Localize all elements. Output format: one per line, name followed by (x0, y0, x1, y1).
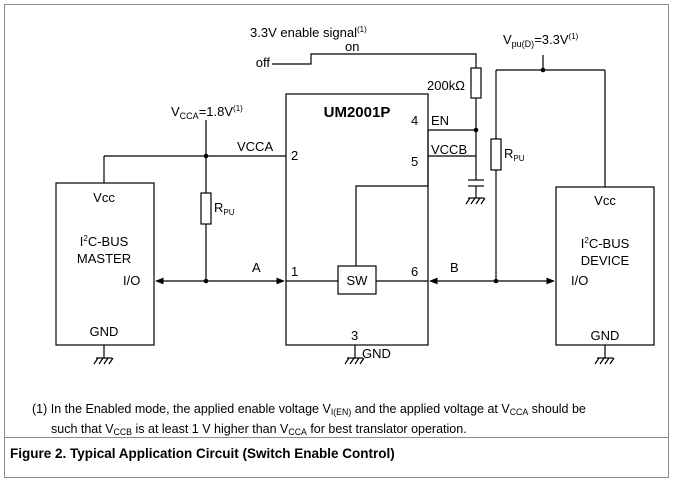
pin-number-4: 4 (411, 113, 418, 128)
bus-b-label: B (450, 260, 459, 275)
pin-number-3: 3 (351, 328, 358, 343)
device-line1: I2C-BUS (581, 236, 630, 251)
vpu-supply-label: Vpu(D)=3.3V(1) (503, 32, 579, 49)
off-label: off (256, 55, 271, 70)
device-io: I/O (571, 273, 588, 288)
rpu-label-left: RPU (214, 200, 235, 217)
pin-number-2: 2 (291, 148, 298, 163)
pin-label-vccb: VCCB (431, 142, 467, 157)
device-vcc: Vcc (594, 193, 616, 208)
ground-symbol (344, 345, 365, 365)
junction-dot (540, 67, 546, 73)
pin-number-5: 5 (411, 154, 418, 169)
footnote: (1) In the Enabled mode, the applied ena… (32, 402, 586, 437)
vcca-net (103, 120, 286, 281)
junction-dot (473, 127, 479, 133)
figure-frame (4, 4, 669, 478)
rpu-label-right: RPU (504, 146, 525, 163)
pin-label-vcca: VCCA (237, 139, 273, 154)
ground-symbol (93, 345, 114, 365)
on-label: on (345, 39, 359, 54)
caption-divider (4, 437, 669, 438)
chip-block (285, 93, 429, 346)
junction-dot (203, 153, 209, 159)
device-line2: DEVICE (581, 253, 630, 268)
pin-label-gnd: GND (362, 346, 391, 361)
master-gnd: GND (90, 324, 119, 339)
master-block (55, 182, 155, 346)
enable-signal-label: 3.3V enable signal(1) (250, 25, 367, 40)
device-gnd: GND (591, 328, 620, 343)
master-vcc: Vcc (93, 190, 115, 205)
bus-a-label: A (252, 260, 261, 275)
pin-number-6: 6 (411, 264, 418, 279)
resistor-en-label: 200kΩ (427, 78, 465, 93)
switch-block (337, 265, 377, 295)
ground-symbol (594, 345, 615, 365)
pin-number-1: 1 (291, 264, 298, 279)
switch-wiring (286, 130, 429, 282)
master-line2: MASTER (77, 251, 131, 266)
master-io: I/O (123, 273, 140, 288)
vcca-supply-label: VCCA=1.8V(1) (171, 104, 243, 121)
vpu-net (490, 55, 606, 281)
chip-name: UM2001P (324, 104, 391, 121)
switch-label: SW (347, 273, 369, 288)
pin-label-en: EN (431, 113, 449, 128)
figure-caption: Figure 2. Typical Application Circuit (S… (10, 446, 395, 461)
master-line1: I2C-BUS (80, 234, 129, 249)
en-net (272, 53, 486, 205)
